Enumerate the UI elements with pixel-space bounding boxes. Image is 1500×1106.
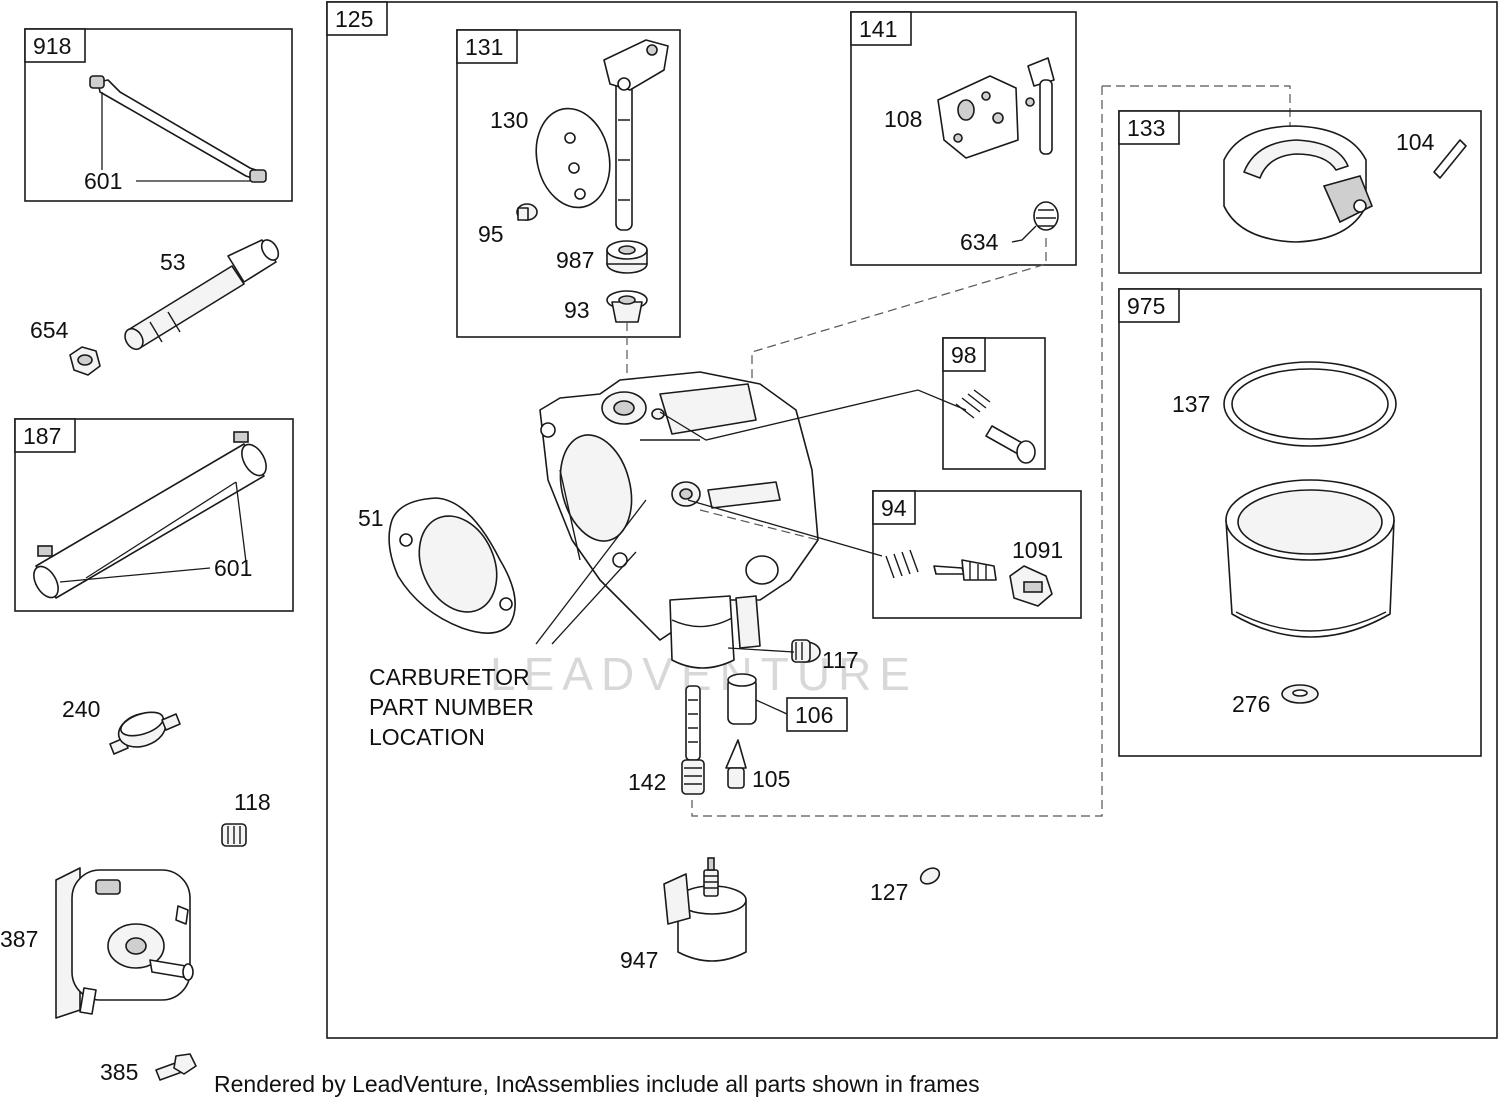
- choke-shaft[interactable]: [1025, 57, 1055, 155]
- cap-1091[interactable]: [1009, 565, 1053, 607]
- callout-95[interactable]: 95: [478, 221, 504, 247]
- note-line-2: PART NUMBER: [369, 694, 534, 720]
- callout-127[interactable]: 127: [870, 879, 908, 905]
- callout-130[interactable]: 130: [490, 107, 528, 133]
- frame-975[interactable]: 975: [1118, 288, 1482, 757]
- throttle-plate-130[interactable]: [527, 102, 618, 215]
- frame-141[interactable]: 141: [850, 11, 1077, 266]
- frame-918[interactable]: 918: [24, 28, 293, 202]
- frame-98[interactable]: 98: [942, 337, 1046, 470]
- fuel-pump-387[interactable]: [55, 867, 194, 1019]
- float-needle-105[interactable]: [725, 739, 747, 789]
- seal-987[interactable]: [606, 240, 648, 274]
- frame-141-label: 141: [859, 16, 897, 42]
- frame-125-label: 125: [335, 6, 373, 32]
- callout-387[interactable]: 387: [0, 926, 38, 952]
- fuel-hose-187[interactable]: [29, 431, 271, 602]
- callout-51[interactable]: 51: [358, 505, 384, 531]
- washer-276[interactable]: [1281, 684, 1319, 704]
- callout-385[interactable]: 385: [100, 1059, 138, 1085]
- fuel-solenoid-947[interactable]: [663, 857, 747, 962]
- carburetor-body[interactable]: [539, 371, 819, 669]
- emulsion-tube-142[interactable]: [681, 685, 705, 795]
- gasket-137[interactable]: [1223, 361, 1397, 447]
- mixture-screw-spring[interactable]: [885, 549, 997, 581]
- frame-133-label: 133: [1127, 115, 1165, 141]
- frame-131[interactable]: 131: [456, 29, 681, 338]
- frame-187-label: 187: [23, 423, 61, 449]
- idle-screw-spring[interactable]: [955, 389, 1036, 464]
- callout-240[interactable]: 240: [62, 696, 100, 722]
- callout-108[interactable]: 108: [884, 106, 922, 132]
- callout-947[interactable]: 947: [620, 947, 658, 973]
- callout-137[interactable]: 137: [1172, 391, 1210, 417]
- nut-654[interactable]: [69, 346, 101, 376]
- float-133[interactable]: [1223, 125, 1374, 243]
- callout-117[interactable]: 117: [822, 647, 859, 673]
- gasket-51[interactable]: [388, 497, 516, 634]
- fitting-53[interactable]: [121, 237, 281, 353]
- choke-plate-108[interactable]: [937, 75, 1019, 159]
- frame-187[interactable]: 187: [14, 418, 294, 612]
- frame-94[interactable]: 94: [872, 490, 1082, 619]
- spring-634[interactable]: [1011, 201, 1059, 243]
- fuel-bowl[interactable]: [1225, 479, 1395, 638]
- frame-975-label: 975: [1127, 293, 1165, 319]
- frame-98-label: 98: [951, 342, 977, 368]
- note-line-1: CARBURETOR: [369, 664, 530, 690]
- frame-106-label: 106: [795, 702, 833, 728]
- fitting-118[interactable]: [221, 823, 247, 847]
- pin-104[interactable]: [1433, 139, 1467, 179]
- fuel-filter-240[interactable]: [109, 707, 181, 755]
- callout-601-upper[interactable]: 601: [84, 168, 122, 194]
- fitting-117[interactable]: [791, 639, 821, 663]
- note-line-3: LOCATION: [369, 724, 485, 750]
- throttle-shaft[interactable]: [603, 39, 669, 231]
- callout-53[interactable]: 53: [160, 249, 186, 275]
- screw-95[interactable]: [516, 203, 538, 221]
- washer-127[interactable]: [918, 865, 942, 887]
- frame-106[interactable]: 106: [786, 697, 848, 732]
- callout-142[interactable]: 142: [628, 769, 666, 795]
- callout-93[interactable]: 93: [564, 297, 590, 323]
- frame-94-label: 94: [881, 495, 907, 521]
- frame-918-label: 918: [33, 33, 71, 59]
- float-bowl-106[interactable]: [727, 673, 757, 725]
- frame-133[interactable]: 133: [1118, 110, 1482, 274]
- callout-1091[interactable]: 1091: [1012, 537, 1063, 563]
- screw-385[interactable]: [155, 1053, 197, 1081]
- callout-276[interactable]: 276: [1232, 691, 1270, 717]
- callout-987[interactable]: 987: [556, 247, 594, 273]
- callout-105[interactable]: 105: [752, 766, 790, 792]
- bushing-93[interactable]: [606, 290, 648, 323]
- callout-104[interactable]: 104: [1396, 129, 1435, 155]
- frame-131-label: 131: [465, 34, 503, 60]
- callout-634[interactable]: 634: [960, 229, 999, 255]
- callout-601-lower[interactable]: 601: [214, 555, 252, 581]
- callout-118[interactable]: 118: [234, 789, 271, 815]
- footer-rendered-by: Rendered by LeadVenture, Inc.: [214, 1071, 532, 1097]
- callout-654[interactable]: 654: [30, 317, 69, 343]
- footer-assemblies-note: Assemblies include all parts shown in fr…: [522, 1071, 980, 1097]
- fuel-line-918[interactable]: [89, 75, 267, 183]
- frame-125[interactable]: 125: [326, 1, 1498, 1039]
